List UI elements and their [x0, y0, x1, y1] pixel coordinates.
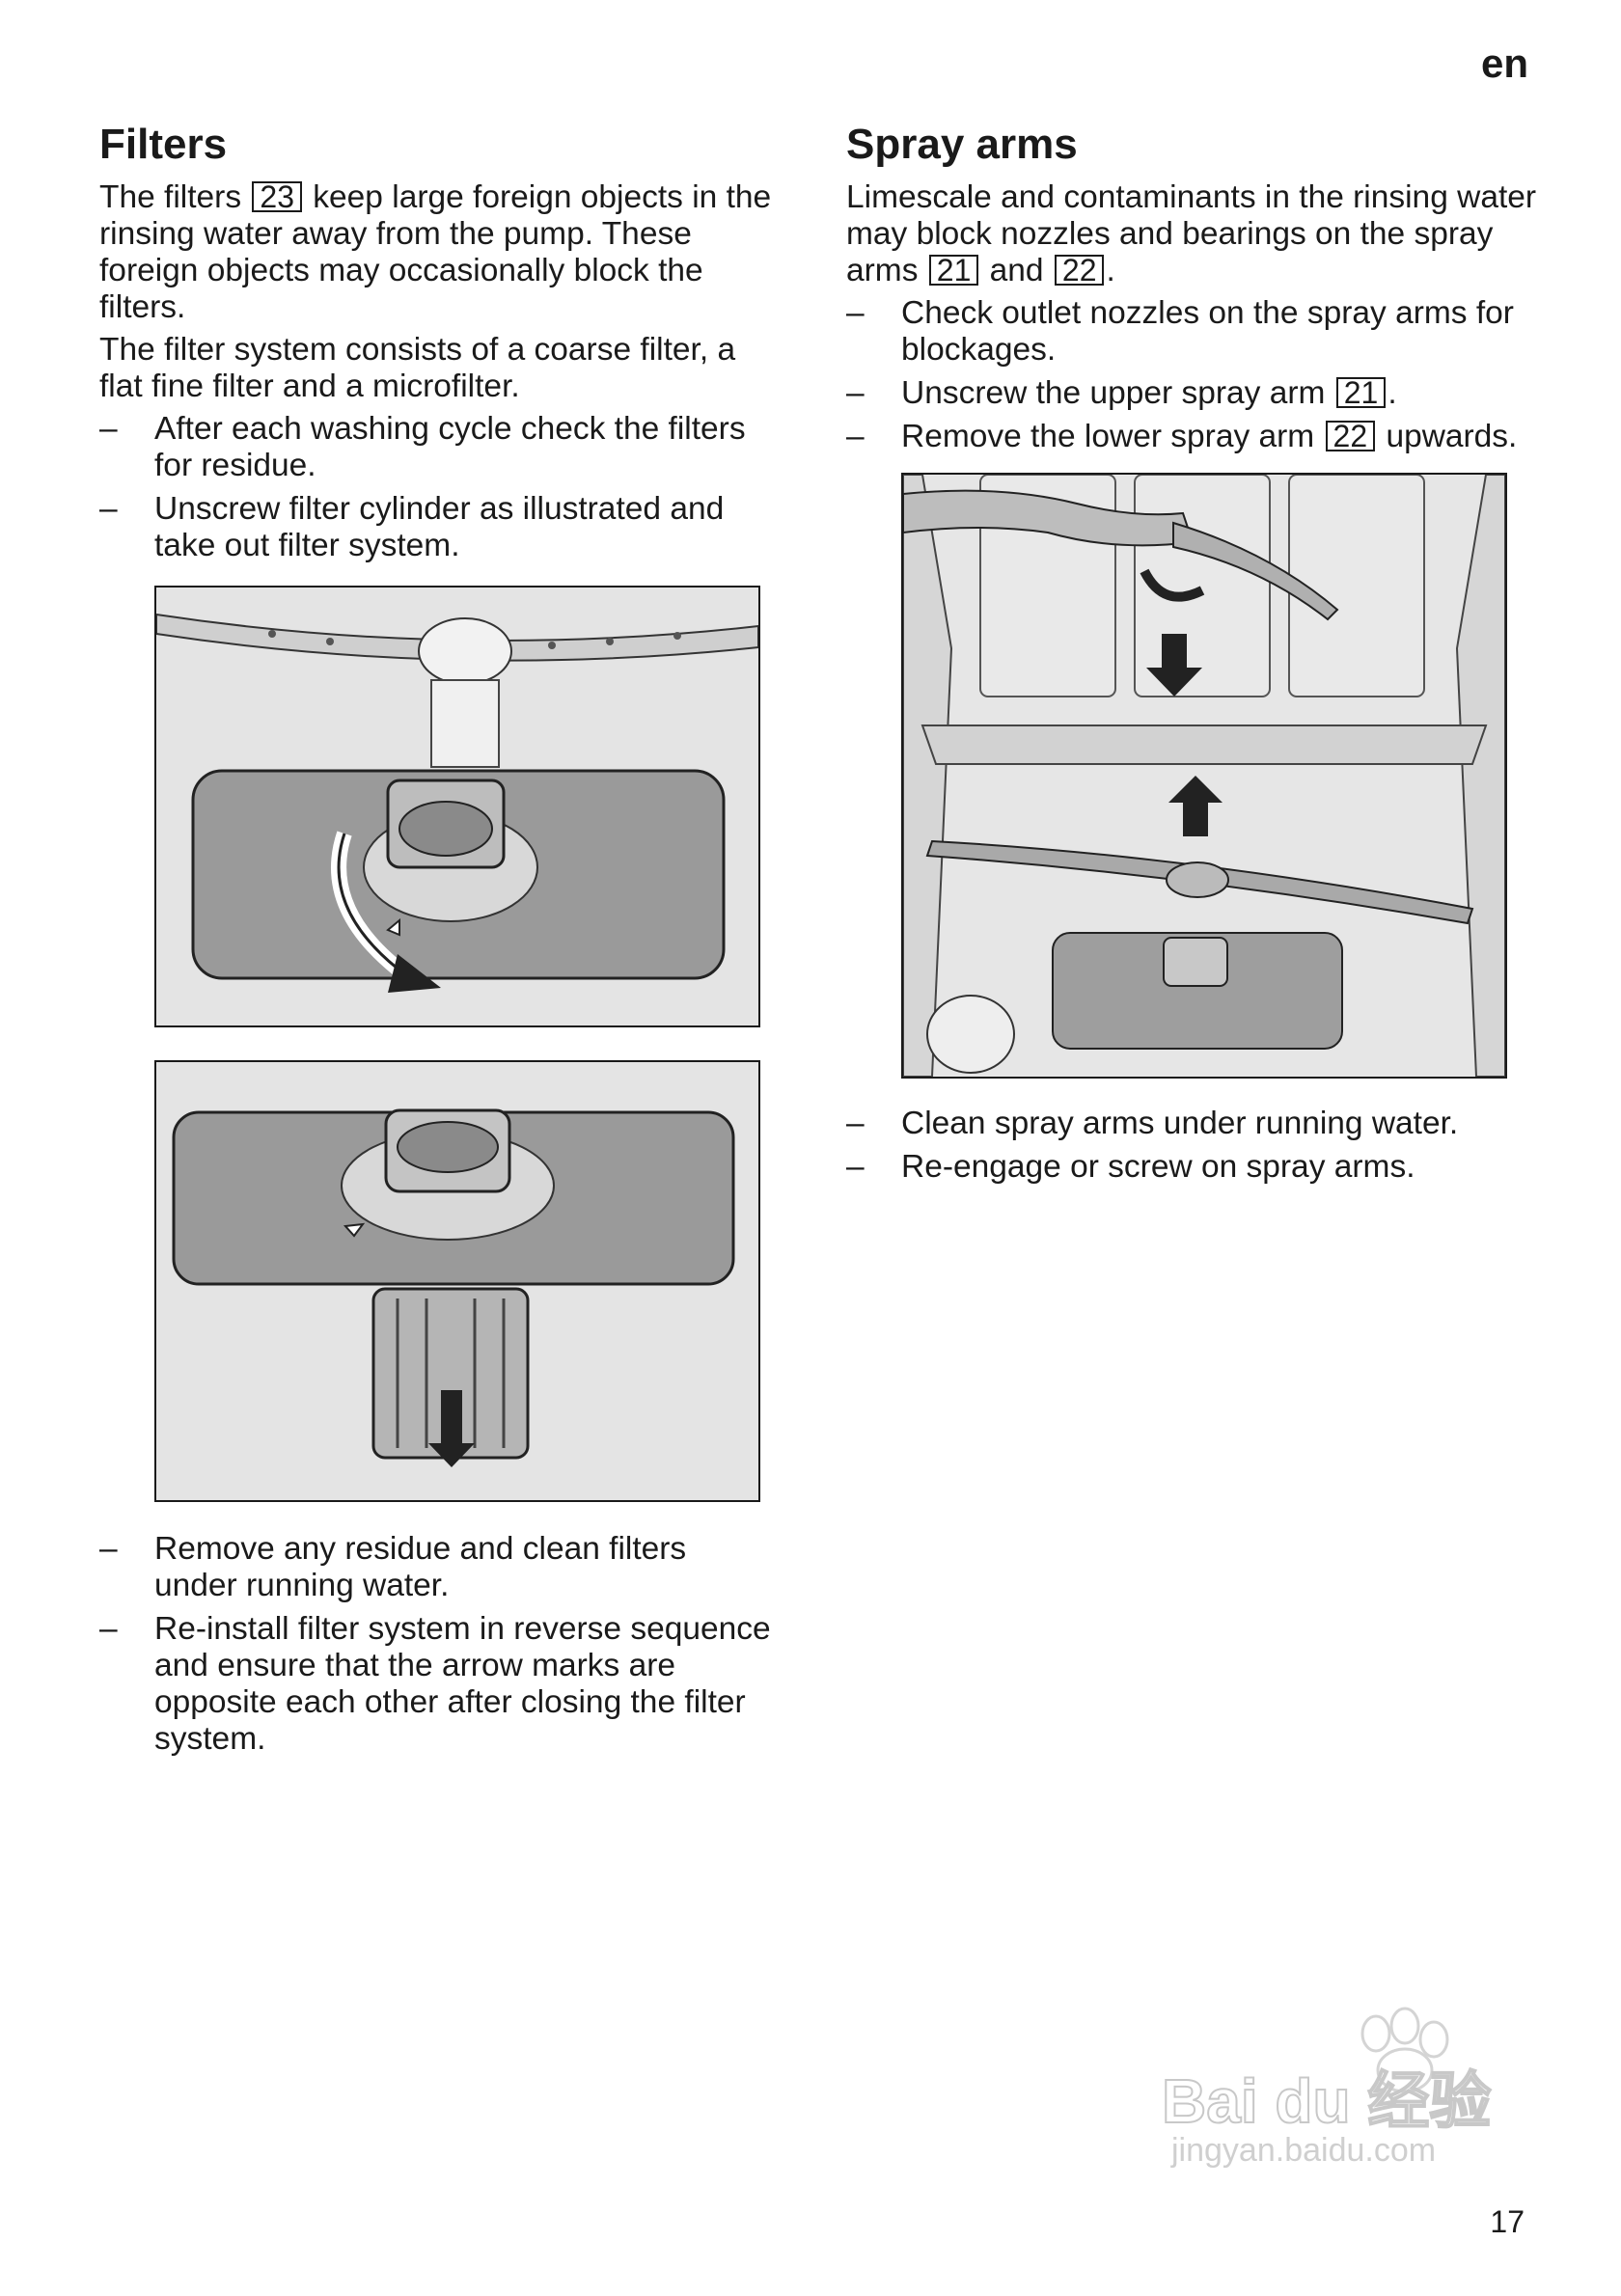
language-code: en [1480, 41, 1528, 86]
filters-heading: Filters [99, 121, 228, 168]
filters-steps: –After each washing cycle check the filt… [99, 411, 775, 564]
ref-lower-arm: 22 [1054, 255, 1105, 286]
list-item: –After each washing cycle check the filt… [99, 411, 746, 483]
list-item: –Check outlet nozzles on the spray arms … [846, 295, 1514, 368]
filters-steps-after: –Remove any residue and clean filters un… [99, 1531, 775, 1758]
list-item: –Remove the lower spray arm 22 upwards. [846, 419, 1518, 454]
ref-upper-arm: 21 [928, 255, 979, 286]
page-number: 17 [1490, 2204, 1525, 2239]
spray-arms-steps-after: –Clean spray arms under running water. –… [846, 1106, 1541, 1186]
svg-text:jingyan.baidu.com: jingyan.baidu.com [1170, 2132, 1436, 2169]
figure-unscrew-filter [154, 586, 760, 1027]
list-item: –Remove any residue and clean filters un… [99, 1531, 687, 1603]
baidu-watermark: Bai du 经验 jingyan.baidu.com [1161, 2007, 1492, 2169]
spray-arms-section: Spray arms Limescale and contaminants in… [846, 116, 1541, 1192]
filters-section: Filters The filters 23 keep large foreig… [99, 116, 775, 1764]
list-item: –Clean spray arms under running water. [846, 1106, 1459, 1141]
list-item: –Unscrew filter cylinder as illustrated … [99, 491, 725, 563]
list-item: –Unscrew the upper spray arm 21. [846, 375, 1397, 411]
filters-intro: The filters 23 keep large foreign object… [99, 179, 772, 325]
spray-arms-steps: –Check outlet nozzles on the spray arms … [846, 295, 1541, 455]
list-item: –Re-engage or screw on spray arms. [846, 1149, 1415, 1185]
list-item: –Re-install filter system in reverse seq… [99, 1611, 771, 1757]
figure-spray-arms [901, 473, 1507, 1079]
ref-lower-arm: 22 [1325, 421, 1376, 451]
ref-upper-arm: 21 [1335, 377, 1387, 408]
ref-filters: 23 [252, 181, 302, 212]
spray-arms-heading: Spray arms [846, 121, 1078, 168]
figure-remove-filter [154, 1060, 760, 1502]
spray-arms-intro: Limescale and contaminants in the rinsin… [846, 179, 1537, 288]
filter-system-text: The filter system consists of a coarse f… [99, 332, 736, 404]
svg-text:Bai du 经验: Bai du 经验 [1162, 2066, 1491, 2136]
